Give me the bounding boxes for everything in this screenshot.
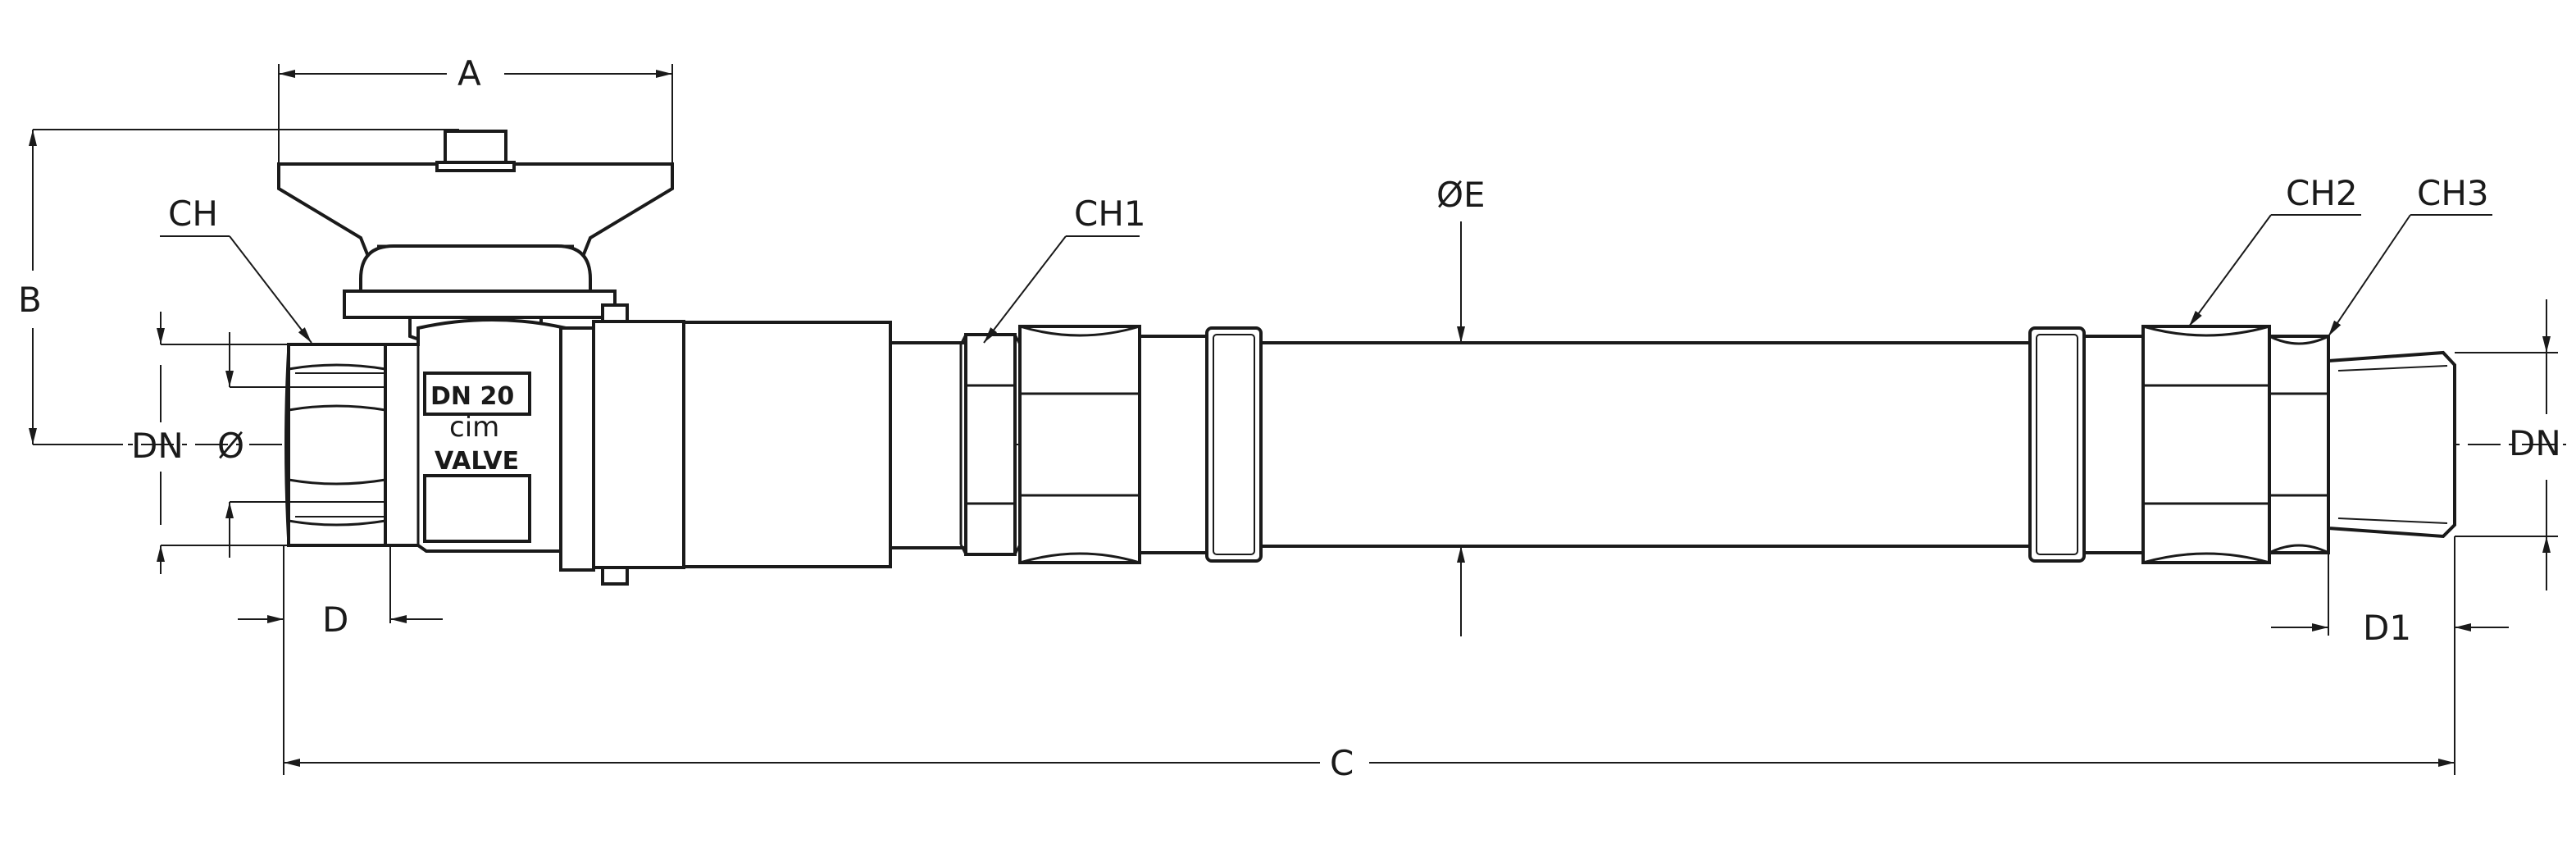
hose-assembly: [889, 325, 2456, 564]
dimension-e-label: ØE: [1436, 175, 1486, 215]
dimension-ch2-label: CH2: [2286, 173, 2358, 213]
dimension-b-label: B: [18, 280, 42, 320]
dimension-ch3-label: CH3: [2417, 173, 2489, 213]
dimension-d-label: D: [322, 600, 348, 640]
dimension-dn-left-label: DN: [131, 426, 184, 466]
body-marking-size: DN 20: [430, 382, 514, 411]
dimension-ch-label: CH: [168, 194, 218, 234]
dimension-diameter-left-label: Ø: [217, 426, 244, 466]
valve-handle: [277, 130, 674, 319]
dimension-dn-right-label: DN: [2509, 423, 2561, 463]
dimension-ch1-label: CH1: [1074, 194, 1146, 234]
dimension-d1-label: D1: [2363, 608, 2411, 648]
dimension-lines: [29, 64, 2558, 775]
body-marking-brand: cim: [449, 411, 499, 444]
body-marking-valve: VALVE: [435, 447, 519, 476]
dimension-a-label: A: [457, 53, 481, 93]
dimension-c-label: C: [1330, 743, 1354, 783]
valve-body: [284, 303, 892, 586]
